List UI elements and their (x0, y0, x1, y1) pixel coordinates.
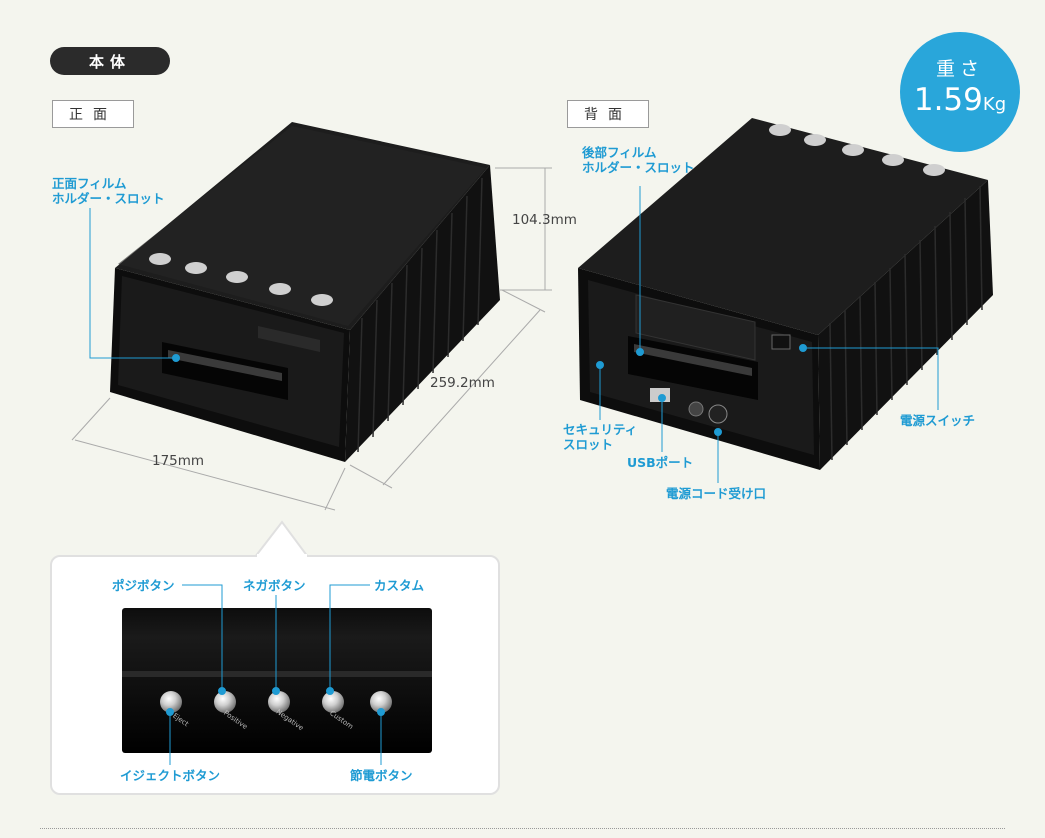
custom-button-image (322, 691, 344, 713)
usb-port-label: USBポート (627, 455, 694, 470)
power-save-button-label: 節電ボタン (350, 768, 413, 783)
weight-badge: 重さ 1.59Kg (900, 32, 1020, 152)
weight-label: 重さ (935, 58, 984, 80)
back-device-image (578, 118, 993, 470)
back-view-tag: 背面 (567, 100, 649, 128)
weight-value-wrap: 1.59Kg (900, 82, 1020, 118)
front-device-image (110, 122, 500, 462)
width-dimension: 175mm (152, 453, 205, 469)
bottom-divider (40, 828, 1005, 829)
front-dimension-lines (71, 167, 552, 511)
security-slot-label: セキュリティ スロット (563, 422, 637, 452)
power-cord-label: 電源コード受け口 (666, 486, 767, 501)
pointer-join (257, 554, 307, 559)
front-slot-label-line1: 正面フィルム (52, 176, 127, 191)
section-title: 本体 (50, 47, 170, 75)
depth-dimension: 259.2mm (430, 375, 495, 391)
positive-button-label: ポジボタン (112, 578, 175, 593)
front-view-tag: 正面 (52, 100, 134, 128)
security-slot-label-line2: スロット (563, 437, 614, 452)
front-slot-label-line2: ホルダー・スロット (52, 191, 165, 206)
panel-strip (122, 671, 432, 677)
button-panel-photo: Eject Positive Negative Custom (122, 608, 432, 753)
negative-button-label: ネガボタン (243, 578, 306, 593)
eject-button-image (160, 691, 182, 713)
weight-unit: Kg (982, 94, 1007, 115)
power-save-button-image (370, 691, 392, 713)
back-leaders (596, 186, 939, 483)
security-slot-label-line1: セキュリティ (563, 422, 638, 437)
front-slot-label: 正面フィルム ホルダー・スロット (52, 176, 165, 206)
eject-button-label: イジェクトボタン (120, 768, 221, 783)
weight-value: 1.59 (913, 82, 983, 118)
front-slot-leader (89, 208, 180, 362)
power-switch-label: 電源スイッチ (900, 413, 976, 428)
negative-button-image (268, 691, 290, 713)
back-slot-label-line1: 後部フィルム (582, 145, 657, 160)
positive-button-image (214, 691, 236, 713)
back-slot-label-line2: ホルダー・スロット (582, 160, 695, 175)
height-dimension: 104.3mm (512, 212, 577, 228)
back-slot-label: 後部フィルム ホルダー・スロット (582, 145, 695, 175)
custom-button-label: カスタム (374, 578, 425, 593)
